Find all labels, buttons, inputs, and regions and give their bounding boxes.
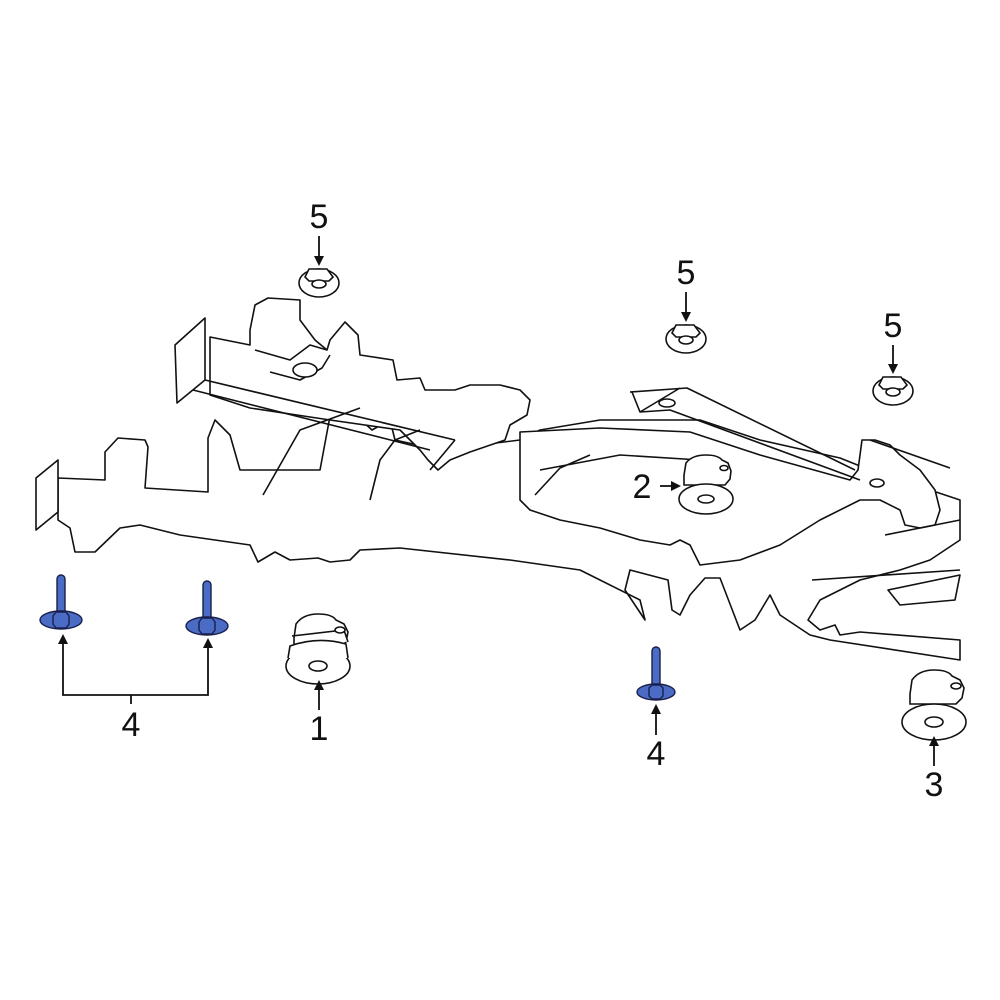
frame-crossmember-upper [209, 297, 531, 471]
leader-lines [58, 236, 939, 766]
frame-hole [292, 362, 318, 378]
flange-nut-1[interactable] [298, 268, 340, 298]
frame-edge [811, 439, 961, 606]
callout-5-left: 5 [309, 198, 329, 236]
callout-2: 2 [632, 468, 652, 506]
frame-brace [262, 407, 701, 501]
bolt-left-1[interactable] [39, 574, 83, 630]
callout-4-left: 4 [121, 706, 141, 744]
frame-edge [192, 344, 456, 451]
body-mount-cushion-3[interactable] [901, 669, 967, 741]
callout-5-right: 5 [883, 307, 903, 345]
bolt-left-2[interactable] [185, 580, 229, 636]
frame-hole [658, 398, 676, 408]
vehicle-frame [35, 297, 961, 661]
flange-nut-2[interactable] [665, 324, 707, 354]
callout-1: 1 [309, 710, 329, 748]
bolt-center[interactable] [636, 646, 676, 701]
body-mount-cushion-2[interactable] [678, 454, 734, 515]
flange-nut-3[interactable] [872, 376, 914, 406]
frame-end-plate-left [35, 459, 59, 531]
frame-edge [629, 387, 861, 481]
frame-hole [869, 478, 885, 488]
callout-4-center: 4 [646, 735, 666, 773]
callout-3: 3 [924, 766, 944, 804]
callout-5-center: 5 [676, 254, 696, 292]
frame-end-plate-upper [174, 317, 206, 404]
body-mount-cushion-1[interactable] [285, 613, 351, 685]
